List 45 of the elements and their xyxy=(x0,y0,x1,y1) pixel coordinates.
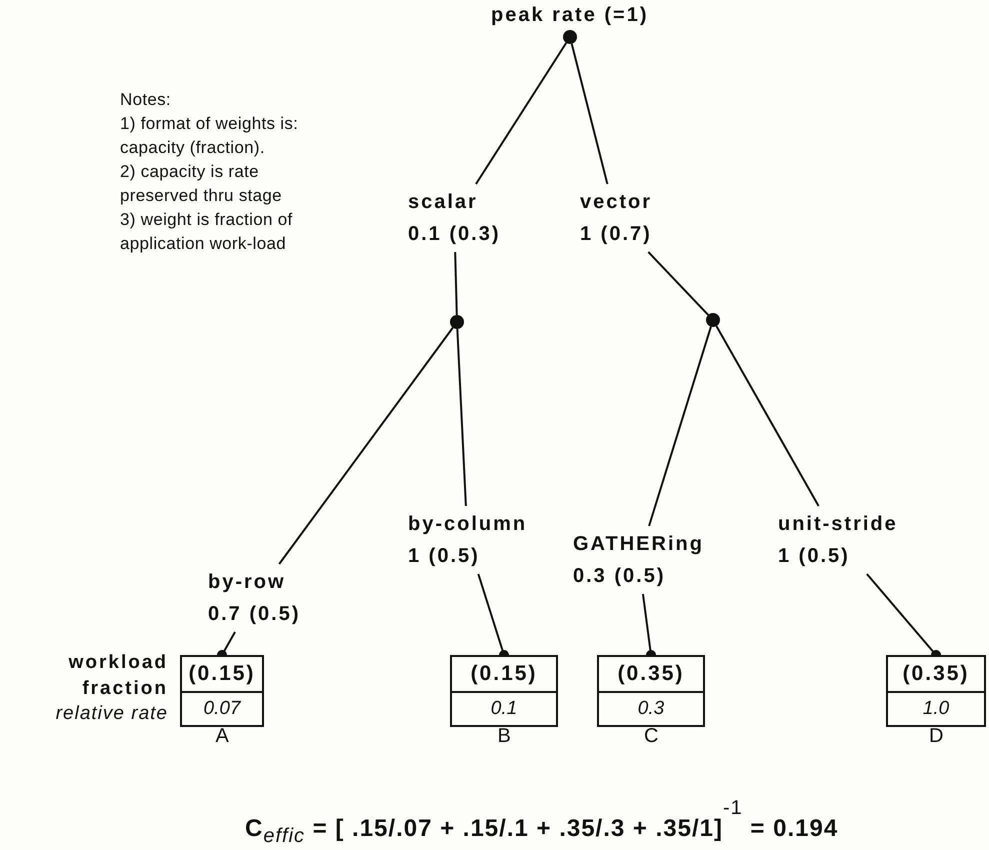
workload-fraction-value: (0.35) xyxy=(599,657,703,693)
row-label: relative rate xyxy=(54,702,168,726)
relative-rate-value: 1.0 xyxy=(922,697,950,721)
tree-branch-line xyxy=(716,326,820,506)
tree-branch-line xyxy=(648,251,709,316)
branch-name: scalar xyxy=(408,190,478,215)
workload-fraction-value: (0.15) xyxy=(452,657,556,693)
tree-branch-line xyxy=(454,252,458,316)
leaf-box xyxy=(180,655,264,727)
weight-value: 1 (0.5) xyxy=(408,544,480,569)
relative-rate-value: 0.3 xyxy=(636,697,666,721)
note-text: 2) capacity is rate preserved thru stage xyxy=(120,161,283,207)
tree-branch-line xyxy=(475,42,568,185)
node-caption: peak rate (=1) xyxy=(491,4,649,27)
leaf-box xyxy=(886,655,986,727)
weight-value: 1 (0.5) xyxy=(778,544,850,569)
branch-name: by-column xyxy=(408,512,528,537)
branch-name: vector xyxy=(580,190,652,215)
branch-name: unit-stride xyxy=(778,512,898,537)
relative-rate-value: 0.1 xyxy=(490,697,518,721)
leaf-letter: B xyxy=(498,725,511,748)
leaf-box xyxy=(450,655,558,727)
leaf-letter: C xyxy=(644,725,658,748)
tree-branch-line xyxy=(278,327,454,565)
workload-fraction-value: (0.35) xyxy=(888,657,984,693)
junction-dot xyxy=(450,315,464,329)
leaf-box xyxy=(597,655,705,727)
note-text: Notes: xyxy=(120,89,172,111)
workload-fraction-value: (0.15) xyxy=(182,657,262,693)
weight-value: 1 (0.7) xyxy=(580,222,652,247)
branch-name: by-row xyxy=(208,570,286,595)
weight-value: 0.7 (0.5) xyxy=(208,602,300,627)
relative-rate-value: 0.07 xyxy=(202,697,242,721)
note-text: 1) format of weights is: capacity (fraction). xyxy=(120,113,300,159)
tree-branch-line xyxy=(570,44,608,184)
junction-dot xyxy=(706,313,720,327)
leaf-letter: A xyxy=(216,725,229,748)
tree-branch-line xyxy=(648,326,712,526)
tree-branch-line xyxy=(456,328,467,506)
weight-value: 0.1 (0.3) xyxy=(408,222,500,247)
leaf-letter: D xyxy=(929,725,944,748)
branch-name: GATHERing xyxy=(573,532,704,557)
note-text: 3) weight is fraction of application work-load xyxy=(120,209,294,255)
weight-value: 0.3 (0.5) xyxy=(573,564,666,589)
junction-dot xyxy=(563,30,577,44)
